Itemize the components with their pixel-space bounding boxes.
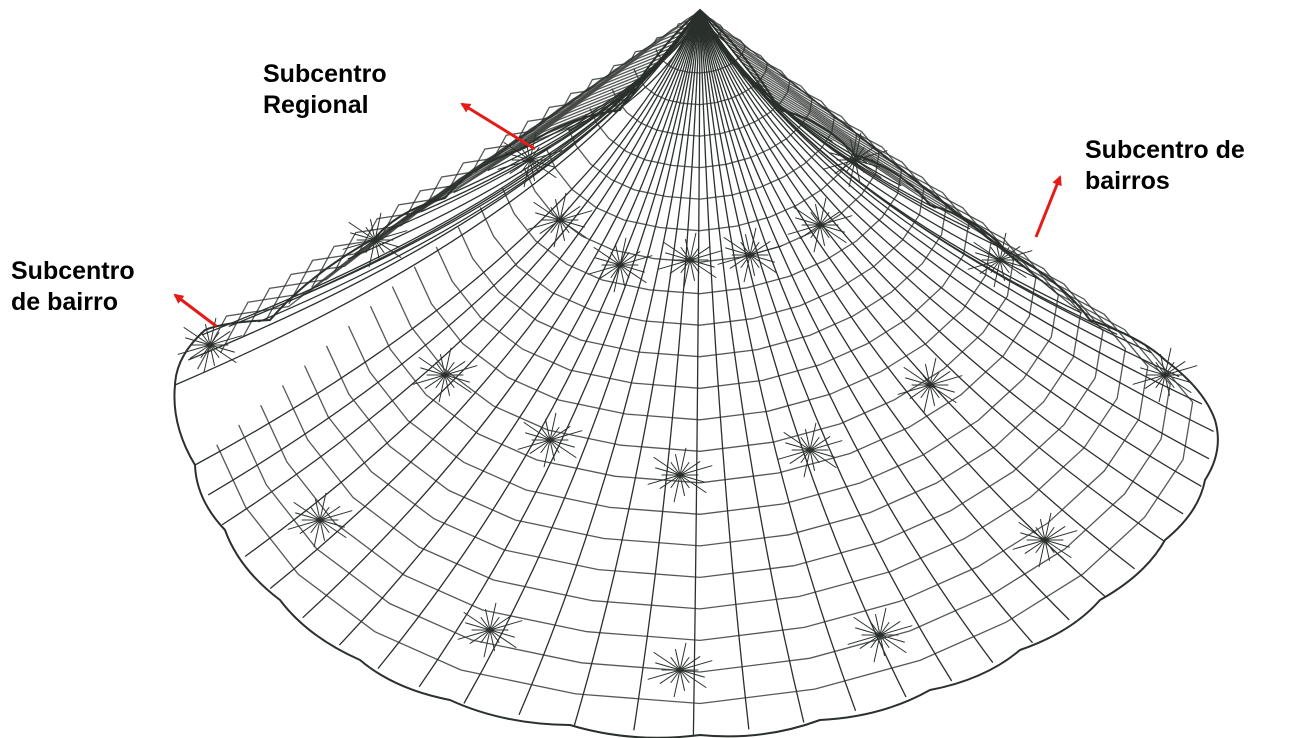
arrow-bairros	[1036, 177, 1060, 237]
subcenter-hub	[178, 318, 242, 372]
radial-line	[420, 10, 701, 686]
arrow-bairro	[175, 295, 216, 326]
radial-line	[700, 10, 1104, 596]
arrow-regional	[462, 104, 535, 149]
subcenter-hub	[1013, 513, 1077, 567]
label-subcentro-regional: Subcentro Regional	[263, 59, 387, 121]
label-subcentro-regional-line2: Regional	[263, 90, 387, 121]
label-subcentro-regional-line1: Subcentro	[263, 59, 387, 90]
subcenter-hub	[848, 608, 912, 662]
radial-line	[421, 10, 700, 212]
radial-line	[229, 10, 700, 326]
subcenter-hub	[898, 358, 962, 412]
radial-line	[700, 10, 866, 163]
label-subcentro-de-bairro-line2: de bairro	[11, 287, 135, 318]
subcenter-hub	[778, 423, 842, 477]
label-subcentro-de-bairro: Subcentro de bairro	[11, 256, 135, 318]
radial-line	[700, 10, 1069, 620]
radial-line	[378, 10, 700, 668]
subcenter-hub	[648, 448, 712, 502]
label-subcentro-de-bairros-line2: bairros	[1085, 166, 1245, 197]
radial-line	[340, 10, 700, 645]
subcenter-hub	[648, 643, 712, 697]
label-subcentro-de-bairros: Subcentro de bairros	[1085, 135, 1245, 197]
radial-line	[700, 10, 901, 186]
label-subcentro-de-bairros-line1: Subcentro de	[1085, 135, 1245, 166]
subcenter-hub	[288, 493, 352, 547]
radial-line	[700, 10, 749, 729]
label-subcentro-de-bairro-line1: Subcentro	[11, 256, 135, 287]
